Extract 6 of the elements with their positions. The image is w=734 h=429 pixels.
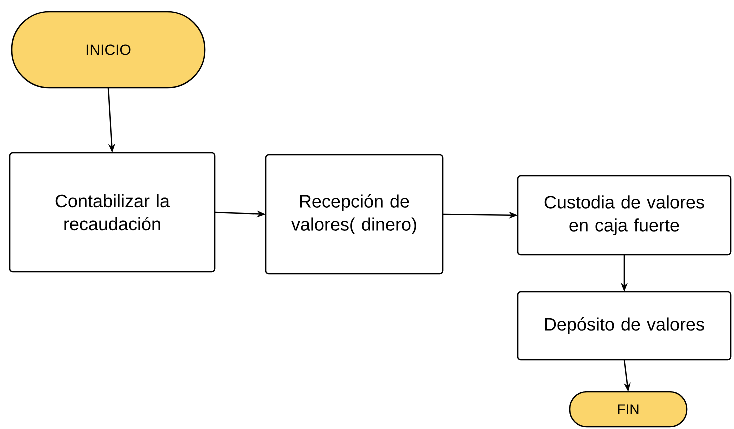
process-box: Custodia de valores en caja fuerte [517, 175, 732, 256]
terminal-pill: INICIO [11, 11, 206, 89]
process-box: Contabilizar la recaudación [9, 152, 216, 273]
process-box: Recepción de valores( dinero) [265, 154, 444, 275]
process-box: Depósito de valores [517, 291, 732, 361]
terminal-pill: FIN [569, 391, 688, 428]
